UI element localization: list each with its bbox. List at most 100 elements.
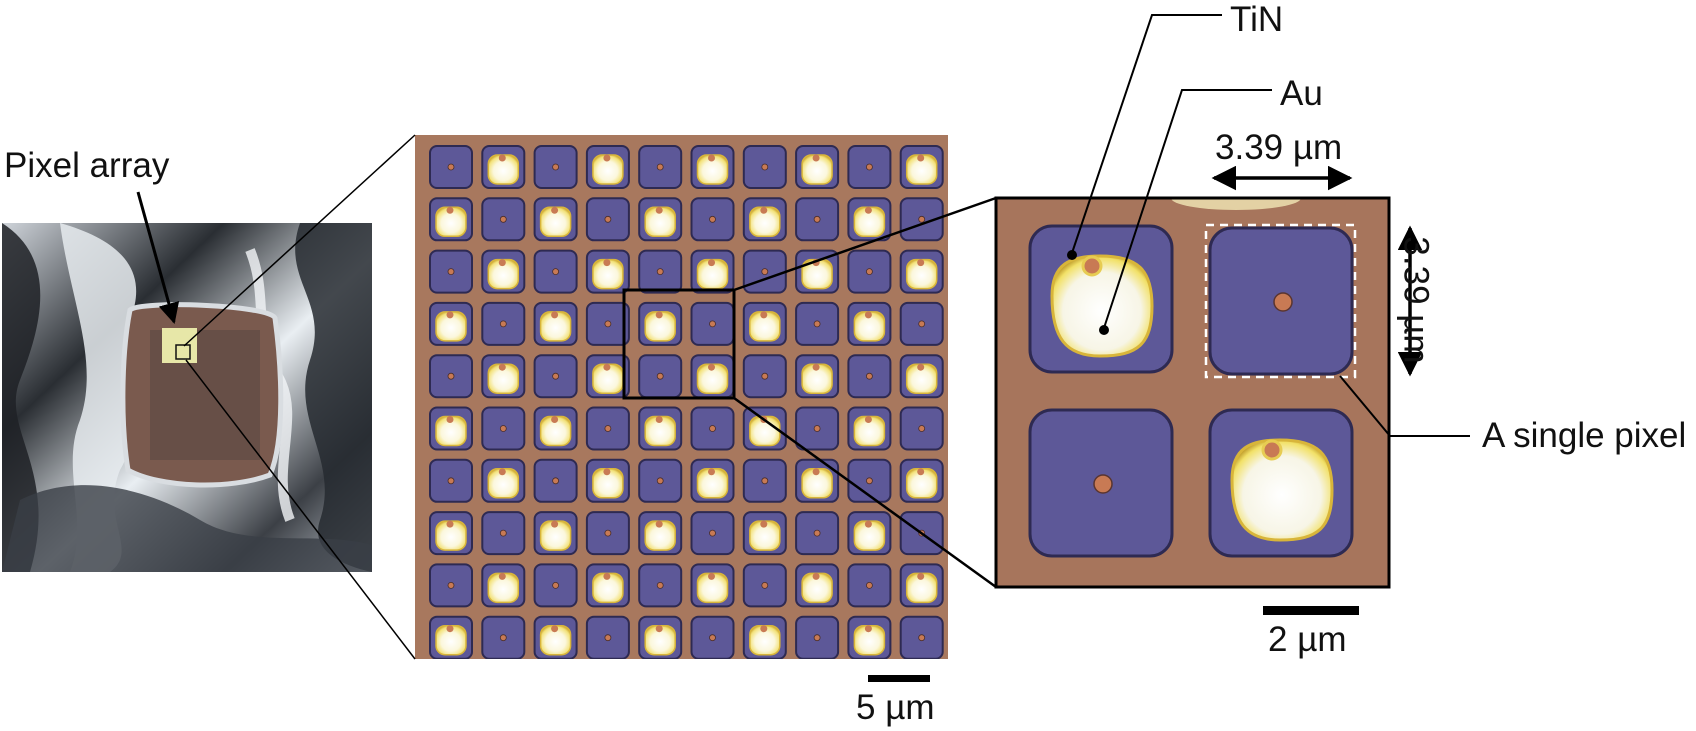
array-pixel <box>533 615 578 659</box>
array-pixel <box>742 406 787 451</box>
array-pixel <box>585 615 630 659</box>
array-pixel <box>795 511 840 556</box>
array-pixel <box>481 301 526 346</box>
array-pixel <box>847 249 892 294</box>
array-pixel <box>533 511 578 556</box>
array-pixel <box>533 458 578 503</box>
array-pixel <box>429 511 473 556</box>
array-pixel <box>585 249 630 294</box>
array-pixel <box>533 354 578 399</box>
pitch-vertical-label: 3.39 µm <box>1396 236 1436 364</box>
array-pixel <box>585 354 630 399</box>
zoomed-2x2-pixels <box>996 198 1389 587</box>
array-pixel <box>742 249 787 294</box>
array-pixel <box>847 301 892 346</box>
array-pixel <box>481 511 526 556</box>
array-pixel <box>690 406 735 451</box>
array-pixel <box>847 563 892 608</box>
array-pixel <box>742 301 787 346</box>
array-pixel <box>429 301 473 346</box>
array-pixel <box>742 511 787 556</box>
array-pixel <box>481 249 526 294</box>
zoom-pixel <box>1028 408 1174 558</box>
array-pixel <box>795 301 840 346</box>
array-pixel <box>847 615 892 659</box>
array-pixel <box>899 197 944 242</box>
array-pixel <box>638 249 683 294</box>
array-pixel <box>795 197 840 242</box>
array-pixel <box>742 563 787 608</box>
array-pixel <box>847 197 892 242</box>
array-pixel <box>638 145 683 189</box>
array-pixel <box>585 511 630 556</box>
array-pixel <box>429 406 473 451</box>
array-pixel <box>481 197 526 242</box>
pixel-array-label: Pixel array <box>4 146 170 185</box>
array-pixel <box>429 145 473 189</box>
array-pixel <box>795 145 840 189</box>
array-pixel <box>795 406 840 451</box>
array-pixel <box>585 301 630 346</box>
array-pixel <box>533 563 578 608</box>
array-pixel <box>585 197 630 242</box>
array-pixel <box>899 354 944 399</box>
array-pixel <box>690 458 735 503</box>
array-pixel <box>481 458 526 503</box>
array-pixel <box>429 563 473 608</box>
array-pixel <box>795 458 840 503</box>
array-pixel <box>899 406 944 451</box>
array-pixel <box>481 145 526 189</box>
array-pixel <box>847 406 892 451</box>
array-pixel <box>742 354 787 399</box>
array-pixel <box>690 615 735 659</box>
array-pixel <box>742 458 787 503</box>
au-label: Au <box>1280 74 1323 113</box>
array-pixel <box>585 145 630 189</box>
array-pixel <box>847 354 892 399</box>
array-pixel <box>533 301 578 346</box>
scale-bar-5um-label: 5 µm <box>856 688 935 727</box>
array-pixel <box>533 197 578 242</box>
array-pixel <box>899 249 944 294</box>
array-pixel <box>638 406 683 451</box>
array-pixel <box>690 511 735 556</box>
single-pixel-label: A single pixel <box>1482 416 1687 455</box>
array-pixel <box>899 563 944 608</box>
array-pixel <box>899 301 944 346</box>
array-pixel <box>585 458 630 503</box>
array-pixel <box>481 406 526 451</box>
array-pixel <box>585 406 630 451</box>
array-pixel <box>481 354 526 399</box>
zoom-pixel <box>1208 408 1354 558</box>
array-pixel <box>638 511 683 556</box>
array-pixel <box>429 249 473 294</box>
chip-photo <box>2 223 372 572</box>
scale-bar-2um-label: 2 µm <box>1268 620 1347 659</box>
array-pixel <box>533 249 578 294</box>
zoom-pixel <box>1208 226 1354 376</box>
array-pixel <box>690 354 735 399</box>
array-pixel <box>638 301 683 346</box>
array-pixel <box>899 615 944 659</box>
array-pixel <box>638 458 683 503</box>
array-pixel <box>795 354 840 399</box>
array-pixel <box>847 511 892 556</box>
array-pixel <box>481 615 526 659</box>
zoom-pixel <box>1028 224 1174 374</box>
array-pixel <box>899 458 944 503</box>
array-pixel <box>429 197 473 242</box>
array-pixel <box>429 458 473 503</box>
array-pixel <box>533 145 578 189</box>
array-pixel <box>429 615 473 659</box>
array-pixel <box>690 301 735 346</box>
array-pixel <box>795 563 840 608</box>
array-pixel <box>742 615 787 659</box>
array-pixel <box>533 406 578 451</box>
array-pixel <box>638 615 683 659</box>
array-pixel <box>690 145 735 189</box>
array-pixel <box>795 615 840 659</box>
array-pixel <box>742 145 787 189</box>
array-pixel <box>899 145 944 189</box>
